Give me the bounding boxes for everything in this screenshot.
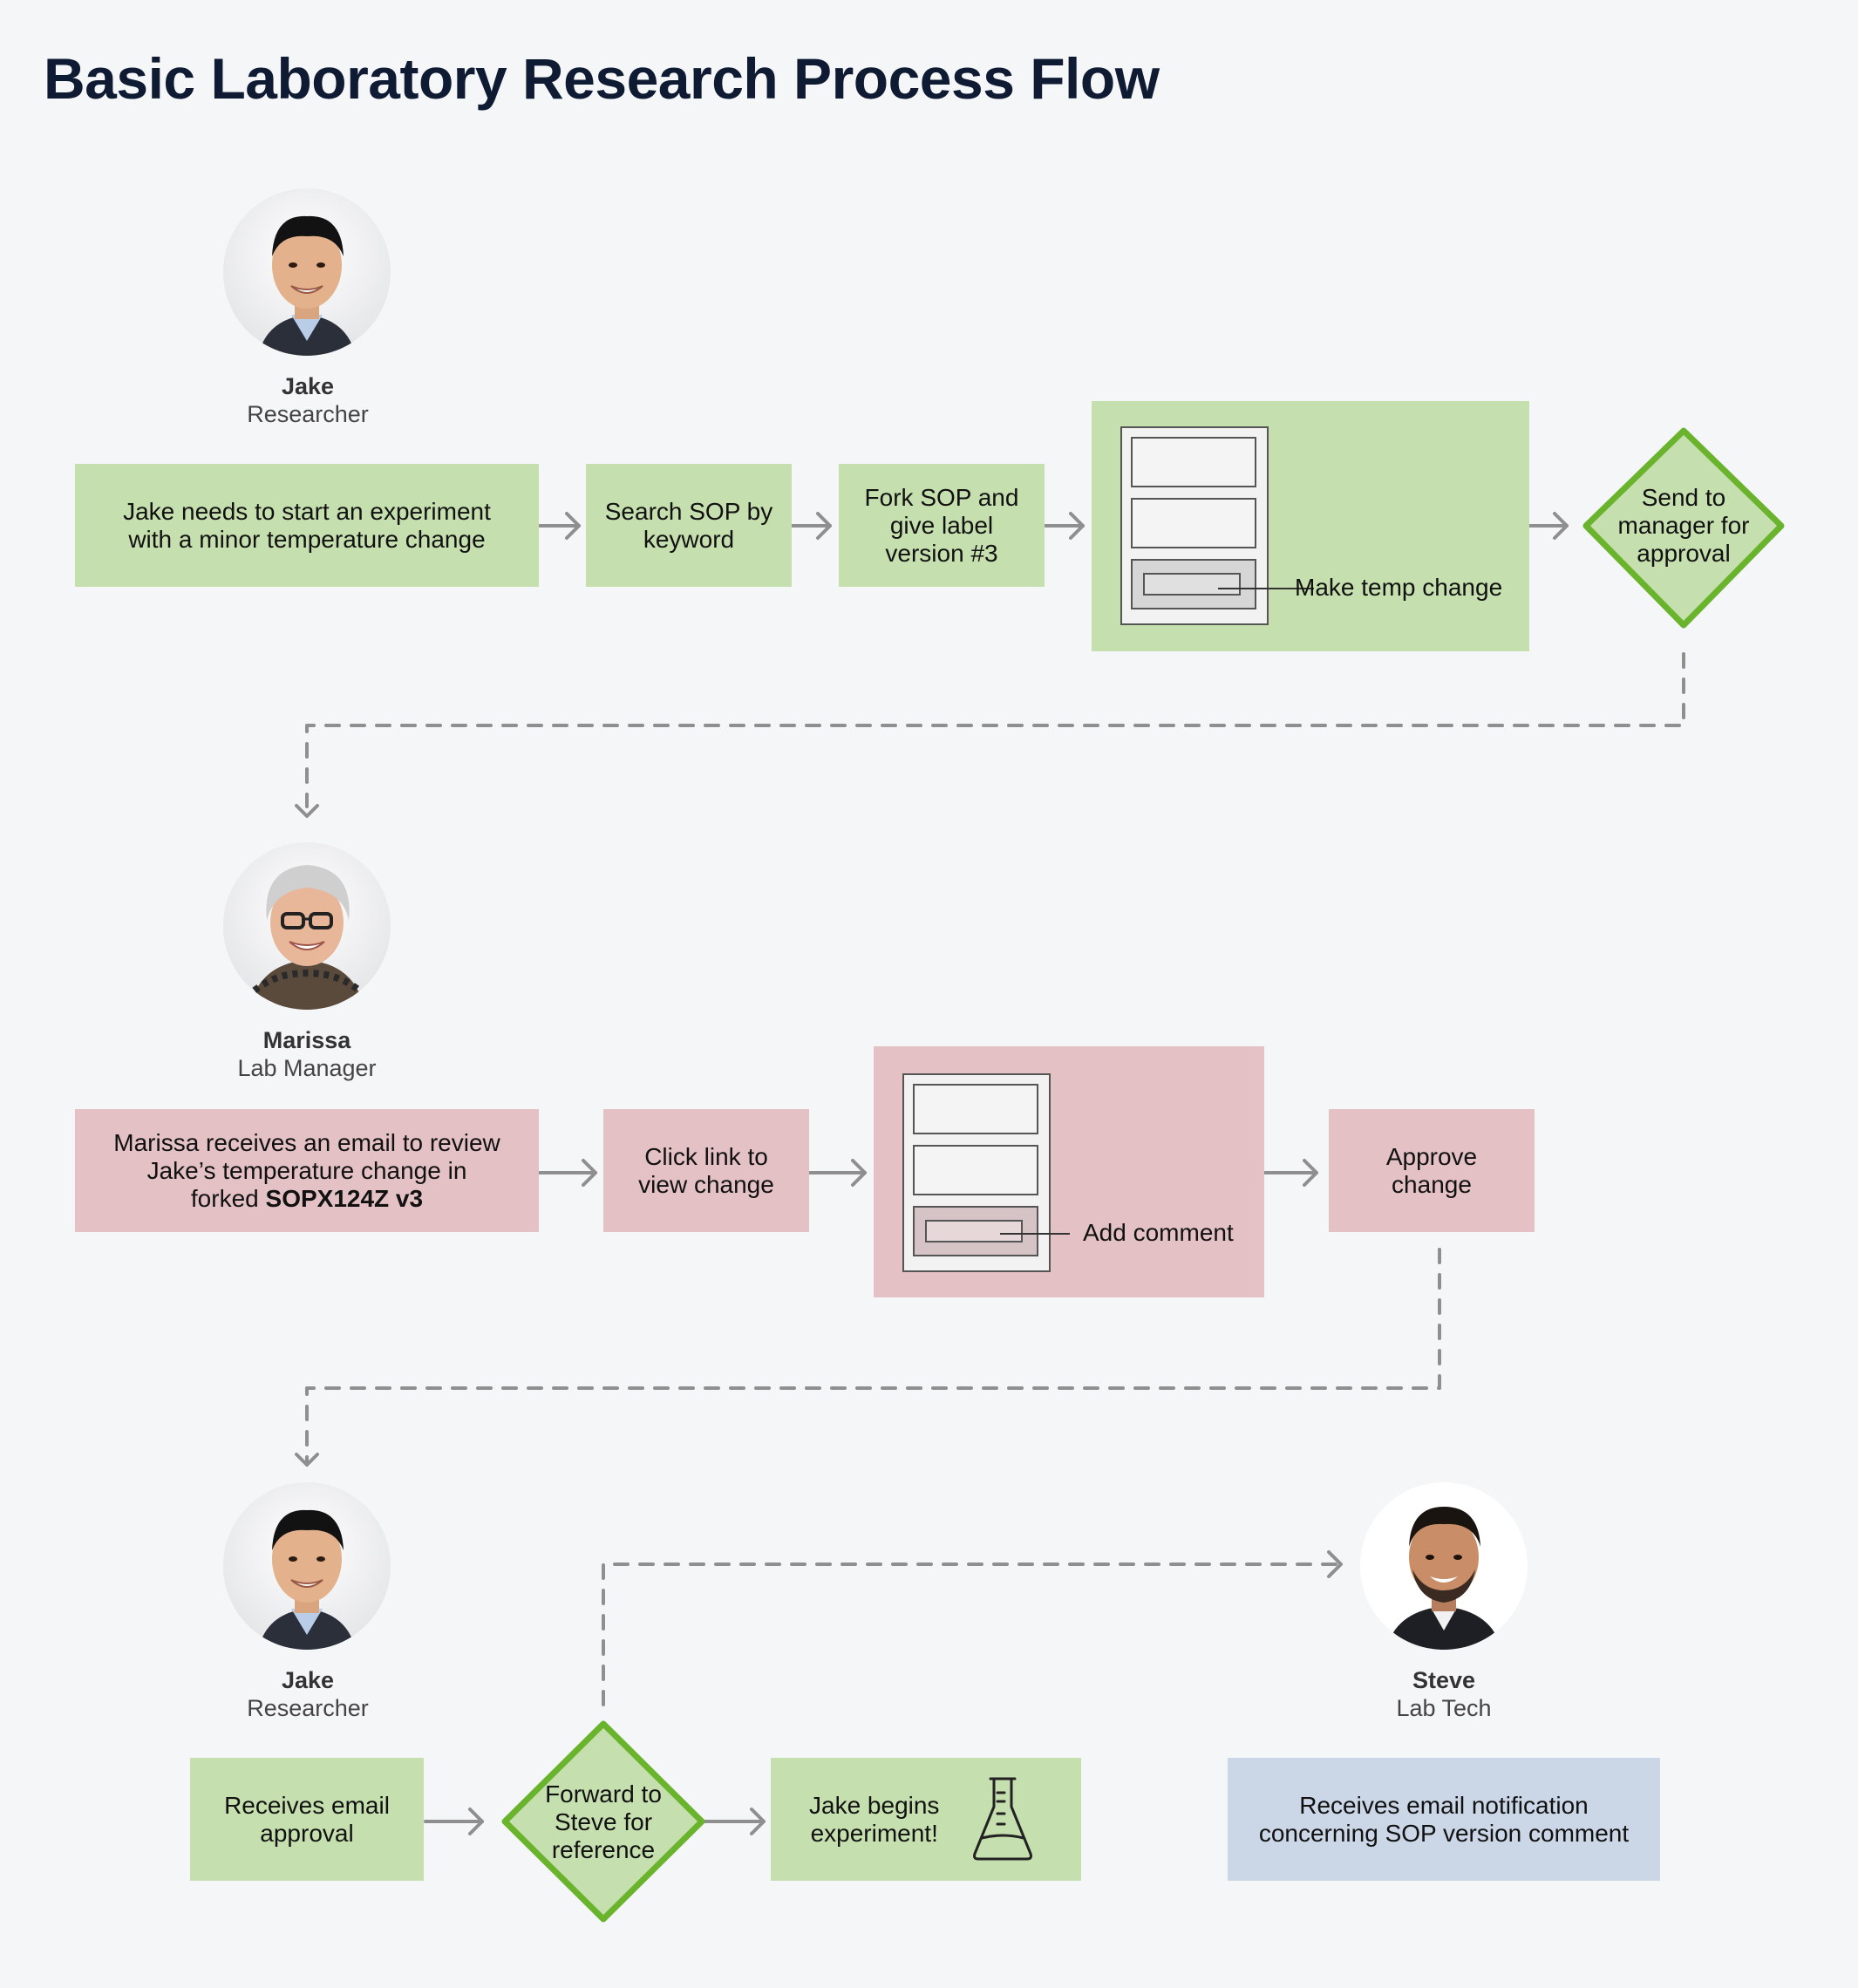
dashed-connector [602, 1562, 1337, 1706]
document-form-icon [902, 1073, 1051, 1272]
sop-code: SOPX124Z v3 [265, 1184, 424, 1212]
person-name: Jake [281, 373, 335, 399]
avatar-steve [1360, 1482, 1528, 1650]
avatar-marissa [223, 842, 391, 1010]
step-begin-experiment: Jake begins experiment! [771, 1758, 1081, 1881]
step-click-link: Click link to view change [603, 1109, 809, 1232]
callout-line [1218, 588, 1314, 589]
person-role: Lab Tech [1396, 1695, 1492, 1721]
step-start-experiment: Jake needs to start an experiment with a… [75, 464, 539, 587]
person-name: Jake [281, 1667, 335, 1693]
person-role: Researcher [247, 1695, 369, 1721]
document-form-icon [1120, 426, 1269, 625]
callout-line [1000, 1233, 1070, 1235]
step-receive-review-email: Marissa receives an email to review Jake… [75, 1109, 539, 1232]
arrow-down-icon [295, 804, 319, 818]
step-approve-change: Approve change [1329, 1109, 1535, 1232]
step-receives-approval: Receives email approval [190, 1758, 424, 1881]
arrow-right-icon [424, 1808, 484, 1835]
arrow-right-icon [808, 1159, 867, 1187]
panel-label: Make temp change [1295, 574, 1503, 601]
arrow-right-icon [1263, 1159, 1318, 1187]
arrow-right-icon [1044, 512, 1085, 540]
flask-icon [973, 1777, 1032, 1861]
person-role: Researcher [247, 401, 369, 427]
step-add-comment: Add comment [874, 1046, 1264, 1297]
avatar-jake [223, 188, 391, 356]
arrow-right-icon [538, 1159, 597, 1187]
arrow-right-icon [703, 1808, 766, 1835]
step-make-temp-change: Make temp change [1092, 401, 1529, 651]
page-title: Basic Laboratory Research Process Flow [44, 46, 1160, 111]
arrow-right-icon [1528, 512, 1569, 540]
dashed-connector [305, 652, 1685, 808]
person-name: Marissa [262, 1027, 351, 1053]
step-steve-notification: Receives email notification concerning S… [1228, 1758, 1660, 1881]
decision-send-to-manager: Send to manager for approval [1617, 484, 1750, 567]
step-fork-sop: Fork SOP and give label version #3 [839, 464, 1045, 587]
panel-label: Add comment [1083, 1219, 1234, 1246]
arrow-right-icon [538, 512, 581, 540]
person-role: Lab Manager [237, 1055, 377, 1081]
decision-forward-to-steve: Forward to Steve for reference [545, 1780, 662, 1863]
person-name: Steve [1412, 1667, 1476, 1693]
arrow-down-icon [295, 1453, 319, 1467]
arrow-right-icon [791, 512, 832, 540]
arrow-right-icon [1327, 1550, 1343, 1578]
avatar-jake [223, 1482, 391, 1650]
step-search-sop: Search SOP by keyword [586, 464, 792, 587]
